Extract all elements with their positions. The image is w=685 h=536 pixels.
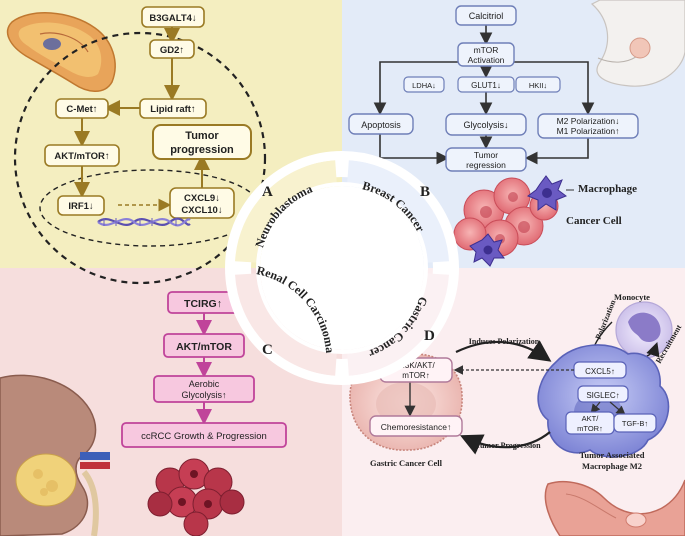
irf1-node: IRF1↓ [57, 195, 105, 216]
adrenal-gland-illustration [6, 12, 116, 92]
calcitriol-label: Calcitriol [469, 11, 504, 21]
lipid-raft-node: Lipid raft↑ [139, 98, 207, 119]
panel-letter-b: B [420, 184, 430, 200]
pi3k-line2: mTOR↑ [402, 371, 429, 380]
akt-d-line2: mTOR↑ [577, 424, 603, 433]
pi3k-line1: PI3K/AKT/ [397, 361, 435, 370]
cxcl5-label: CXCL5↑ [585, 367, 615, 376]
cell-boundary-dashed [13, 31, 267, 285]
kidney-illustration [0, 374, 110, 536]
m2-label: M2 Polarization↓ [557, 116, 620, 126]
chemoresistance-label: Chemoresistance↑ [381, 422, 451, 432]
tgfb-node: TGF-B↑ [613, 413, 657, 433]
panel-a: B3GALT4↓ GD2↑ Lipid raft↑ C-Met↑ AKT/mTO… [6, 6, 267, 285]
ldha-node: LDHA↓ [403, 76, 445, 93]
cxcl9-label: CXCL9↓ [184, 193, 220, 204]
b3galt4-node: B3GALT4↓ [141, 6, 205, 28]
aerobic-line1: Aerobic [189, 379, 220, 389]
hkii-label: HKII↓ [529, 81, 547, 90]
stomach-illustration [544, 479, 685, 536]
aerobic-glycolysis-node: Aerobic Glycolysis↑ [153, 375, 255, 403]
akt-mtor-d-node: AKT/ mTOR↑ [565, 411, 615, 435]
akt-mtor-c-label: AKT/mTOR [176, 341, 232, 353]
panel-letter-c: C [262, 342, 273, 358]
cxcl5-node: CXCL5↑ [573, 361, 627, 379]
macrophage-label: Macrophage [578, 183, 637, 195]
m1-label: M1 Polarization↑ [557, 126, 620, 136]
cmet-label: C-Met↑ [66, 104, 97, 115]
irf1-label: IRF1↓ [68, 201, 93, 212]
gd2-node: GD2↑ [149, 39, 195, 59]
tam-line1: Tumor Associated [580, 450, 645, 460]
cxcl-node: CXCL9↓ CXCL10↓ [169, 187, 235, 219]
polarization-b-node: M2 Polarization↓ M1 Polarization↑ [537, 113, 639, 139]
apoptosis-node: Apoptosis [348, 113, 414, 135]
tumor-regression-line2: regression [466, 160, 506, 170]
gastric-cell-label: Gastric Cancer Cell [370, 458, 443, 468]
center-ring: Neuroblastoma Breast Cancer Gastric Canc… [225, 151, 459, 385]
cancer-cell-label: Cancer Cell [566, 215, 622, 227]
panel-letter-a: A [262, 184, 273, 200]
tumor-progression-d-label: Tumor Progression [475, 441, 541, 450]
tumor-progression-a-line2: progression [170, 144, 234, 156]
tumor-regression-line1: Tumor [474, 150, 498, 160]
akt-mtor-a-node: AKT/mTOR↑ [44, 144, 120, 167]
tcirg-node: TCIRG↑ [167, 291, 239, 314]
glut1-node: GLUT1↓ [457, 76, 515, 93]
gd2-label: GD2↑ [160, 45, 184, 56]
b3galt4-label: B3GALT4↓ [149, 13, 196, 24]
tam-line2: Macrophage M2 [582, 461, 642, 471]
cmet-node: C-Met↑ [55, 98, 109, 119]
panel-b: Calcitriol mTOR Activation LDHA↓ GLUT1↓ … [348, 0, 685, 267]
siglec-label: SIGLEC↑ [586, 391, 619, 400]
lipid-raft-label: Lipid raft↑ [150, 104, 195, 115]
dna-icon [97, 217, 191, 227]
ccrcc-node: ccRCC Growth & Progression [121, 422, 287, 448]
akt-mtor-c-node: AKT/mTOR [163, 333, 245, 358]
glycolysis-b-label: Glycolysis↓ [463, 120, 508, 130]
glycolysis-b-node: Glycolysis↓ [445, 113, 527, 136]
chemoresistance-node: Chemoresistance↑ [369, 415, 463, 437]
ccrcc-label: ccRCC Growth & Progression [141, 431, 267, 442]
macrophage-icon [469, 175, 568, 267]
calcitriol-node: Calcitriol [455, 5, 517, 26]
aerobic-line2: Glycolysis↑ [181, 390, 226, 400]
rcc-cell-cluster [147, 458, 245, 536]
induces-polarization-label: Induces Polarization [469, 337, 540, 346]
mtor-line2: Activation [468, 55, 505, 65]
breast-illustration [590, 0, 685, 87]
tcirg-label: TCIRG↑ [184, 298, 222, 310]
tumor-progression-a-line1: Tumor [185, 130, 219, 142]
tumor-progression-a-node: Tumor progression [152, 124, 252, 160]
akt-mtor-a-label: AKT/mTOR↑ [54, 151, 109, 162]
hkii-node: HKII↓ [515, 76, 561, 93]
panel-letter-d: D [424, 328, 435, 344]
glut1-label: GLUT1↓ [471, 81, 501, 90]
ldha-label: LDHA↓ [412, 81, 436, 90]
tumor-regression-node: Tumor regression [445, 147, 527, 172]
akt-d-line1: AKT/ [582, 414, 600, 423]
monocyte-label: Monocyte [614, 292, 650, 302]
tgfb-label: TGF-B↑ [622, 419, 648, 428]
mtor-activation-node: mTOR Activation [457, 42, 515, 67]
mtor-line1: mTOR [474, 45, 499, 55]
cxcl10-label: CXCL10↓ [181, 205, 222, 216]
apoptosis-label: Apoptosis [361, 120, 401, 130]
panel-c: TCIRG↑ AKT/mTOR Aerobic Glycolysis↑ ccRC… [0, 291, 287, 536]
siglec-node: SIGLEC↑ [577, 385, 629, 403]
